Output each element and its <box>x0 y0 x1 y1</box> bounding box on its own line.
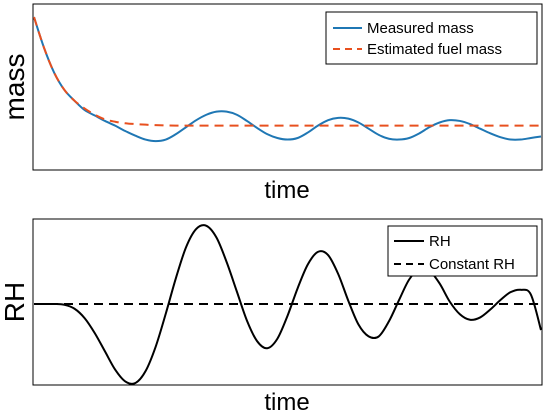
bottom-panel: RH time RH Constant RH <box>0 218 543 415</box>
top-panel: mass time Measured mass Estimated fuel m… <box>0 3 543 204</box>
bottom-ylabel: RH <box>0 282 30 322</box>
bottom-legend-label-rh: RH <box>429 233 451 250</box>
bottom-plot-area <box>33 224 542 385</box>
series-line-measured-mass <box>33 16 542 143</box>
series-line-estimated-fuel-mass <box>33 16 541 127</box>
top-plot-area <box>33 16 542 143</box>
bottom-plot-frame <box>32 218 543 386</box>
bottom-legend-label-constant-rh: Constant RH <box>429 256 515 273</box>
top-legend-box <box>325 11 538 65</box>
top-legend-label-estimated: Estimated fuel mass <box>367 41 502 58</box>
top-ylabel: mass <box>0 54 30 121</box>
bottom-xlabel: time <box>264 389 309 415</box>
series-line-rh <box>33 224 542 385</box>
top-plot-frame <box>32 3 543 171</box>
top-legend-label-measured: Measured mass <box>367 20 474 37</box>
top-legend: Measured mass Estimated fuel mass <box>325 11 538 65</box>
bottom-legend: RH Constant RH <box>387 225 538 277</box>
top-xlabel: time <box>264 177 309 204</box>
bottom-legend-box <box>387 225 538 277</box>
